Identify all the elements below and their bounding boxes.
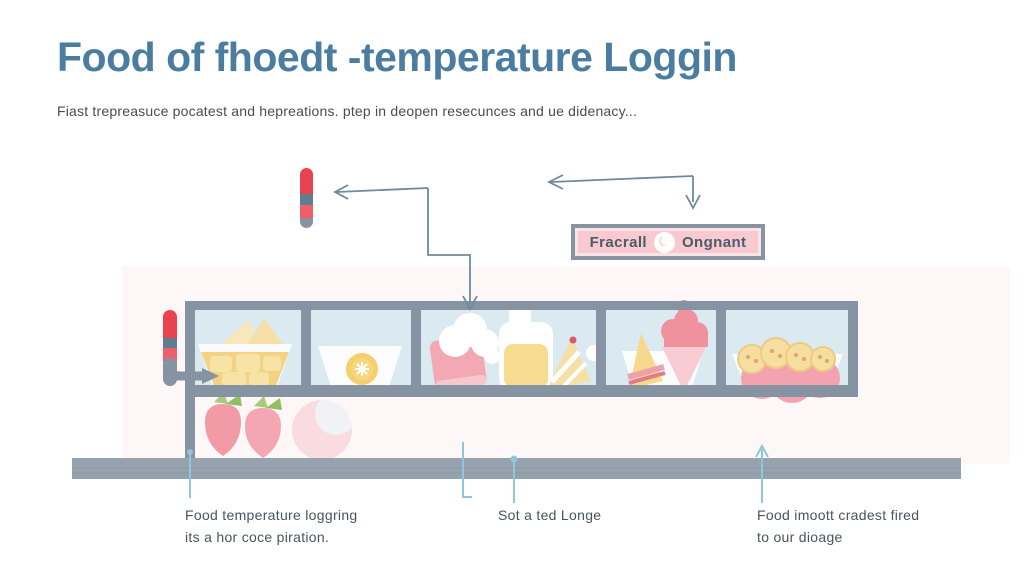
badge-circle: ☾ — [653, 231, 675, 253]
strawberries-illustration — [205, 392, 282, 458]
probe-thermometer-icon — [163, 310, 219, 386]
caption-line: Sot a ted Longe — [498, 507, 602, 523]
chips-bowl-illustration — [198, 318, 292, 390]
label-badge: Fracrall ☾ Ongnant — [571, 224, 765, 260]
caption-temperature-logging: Food temperature loggring its a hor coce… — [185, 505, 358, 548]
caption-line: Food temperature loggring — [185, 507, 358, 523]
caption-line: Food imoott cradest fired — [757, 507, 920, 523]
arrow-to-thermometer — [333, 184, 478, 311]
arrow-to-badge — [546, 174, 701, 210]
caption-line: its a hor coce piration. — [185, 528, 330, 545]
caption-food-storage: Food imoott cradest fired to our dioage — [757, 505, 919, 548]
thermometer-icon — [300, 168, 313, 228]
caption-line: to our dioage — [757, 528, 843, 545]
badge-text-left: Fracrall — [589, 233, 647, 251]
crescent-moon-icon: ☾ — [656, 233, 673, 251]
caption-set-range: Sot a ted Longe — [498, 505, 601, 527]
ground-bar — [72, 458, 961, 479]
subtitle: Fiast trepreasuce pocatest and hepreatio… — [57, 103, 638, 119]
soft-serve-bowl-illustration — [622, 300, 708, 392]
callout-lines — [187, 442, 769, 503]
badge-text-right: Ongnant — [681, 233, 747, 251]
page-title: Food of fhoedt -temperature Loggin — [57, 34, 737, 80]
lemon-bowl-illustration — [318, 346, 402, 390]
